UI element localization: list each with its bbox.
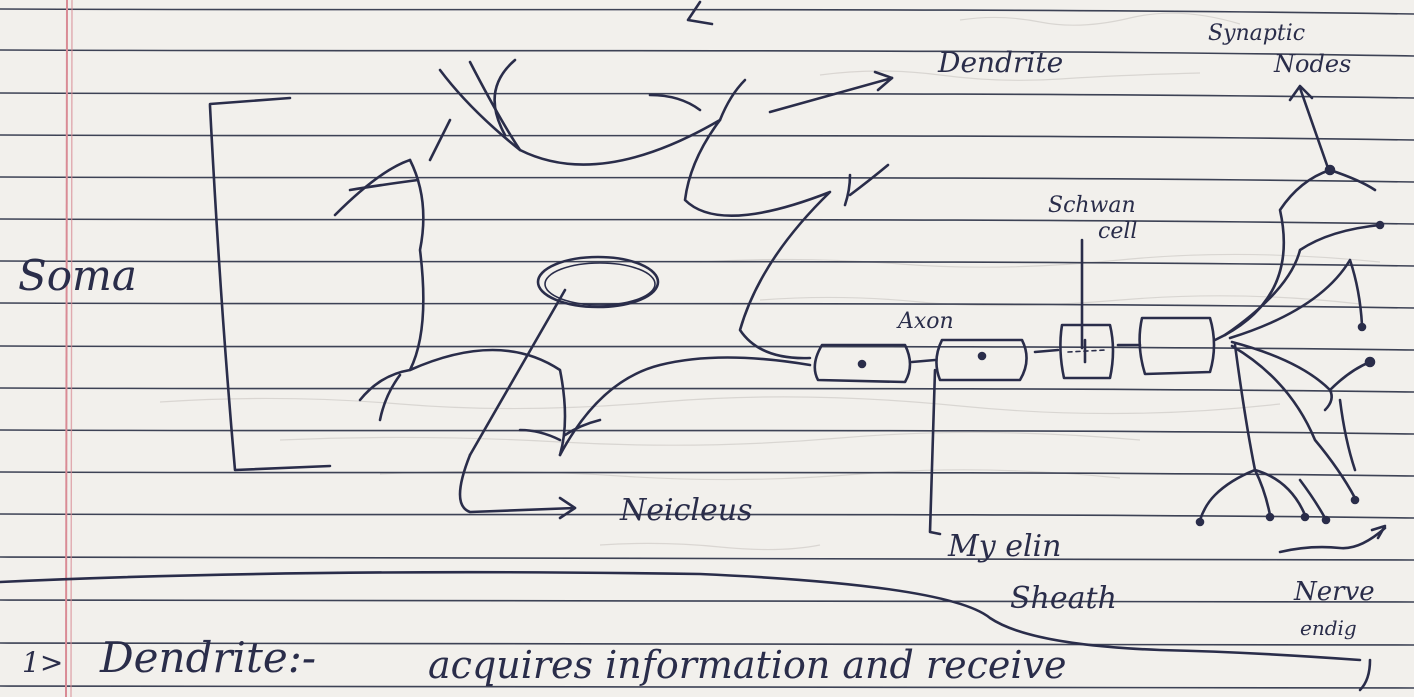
label-synaptic-2: Nodes: [1273, 50, 1351, 78]
synaptic-arrow: [1300, 88, 1328, 168]
dendrite-branch: [650, 95, 700, 110]
nucleus-arrow: [460, 455, 575, 512]
label-myelin-2: Sheath: [1010, 581, 1117, 616]
myelin-segment-4: [1140, 318, 1214, 374]
note-definition: acquires information and receive: [428, 643, 1066, 687]
myelin-pointer: [930, 370, 940, 534]
axon-terminal: [1230, 260, 1362, 338]
dendrite-branch: [845, 175, 850, 205]
note-number: 1>: [22, 646, 63, 679]
label-synaptic-1: Synaptic: [1208, 21, 1305, 46]
margin-line: [66, 0, 72, 697]
dendrite-branch: [565, 420, 600, 435]
label-axon: Axon: [896, 309, 954, 334]
dendrite-branch: [430, 120, 450, 160]
dendrite-branch: [360, 370, 410, 400]
nucleus: [538, 257, 658, 307]
label-schwann-1: Schwan: [1048, 193, 1136, 218]
soma-bracket: [210, 98, 330, 470]
note-term: Dendrite:-: [99, 633, 316, 682]
label-nucleus: Neicleus: [619, 493, 752, 528]
label-myelin-1: My elin: [947, 529, 1061, 564]
dendrite-branch: [520, 430, 560, 440]
cell-body-outline: [470, 62, 830, 358]
dendrite-arrow: [770, 78, 892, 112]
label-nerve-2: endig: [1300, 616, 1357, 640]
top-stray-mark: [688, 2, 712, 24]
dendrite-branch: [350, 180, 418, 190]
label-dendrite: Dendrite: [937, 46, 1063, 79]
label-soma: Soma: [18, 251, 137, 300]
handwritten-labels: Soma Dendrite Synaptic Nodes Schwan cell…: [18, 21, 1375, 640]
dendrite-branch: [380, 375, 400, 420]
dendrite-branch: [720, 80, 745, 120]
label-nerve-1: Nerve: [1293, 577, 1375, 607]
label-schwann-2: cell: [1098, 219, 1137, 244]
nerve-ending-mark: [1280, 528, 1385, 552]
note-line: 1> Dendrite:- acquires information and r…: [22, 633, 1066, 687]
dendrite-branch: [850, 165, 888, 195]
ruled-lines: [0, 9, 1414, 688]
